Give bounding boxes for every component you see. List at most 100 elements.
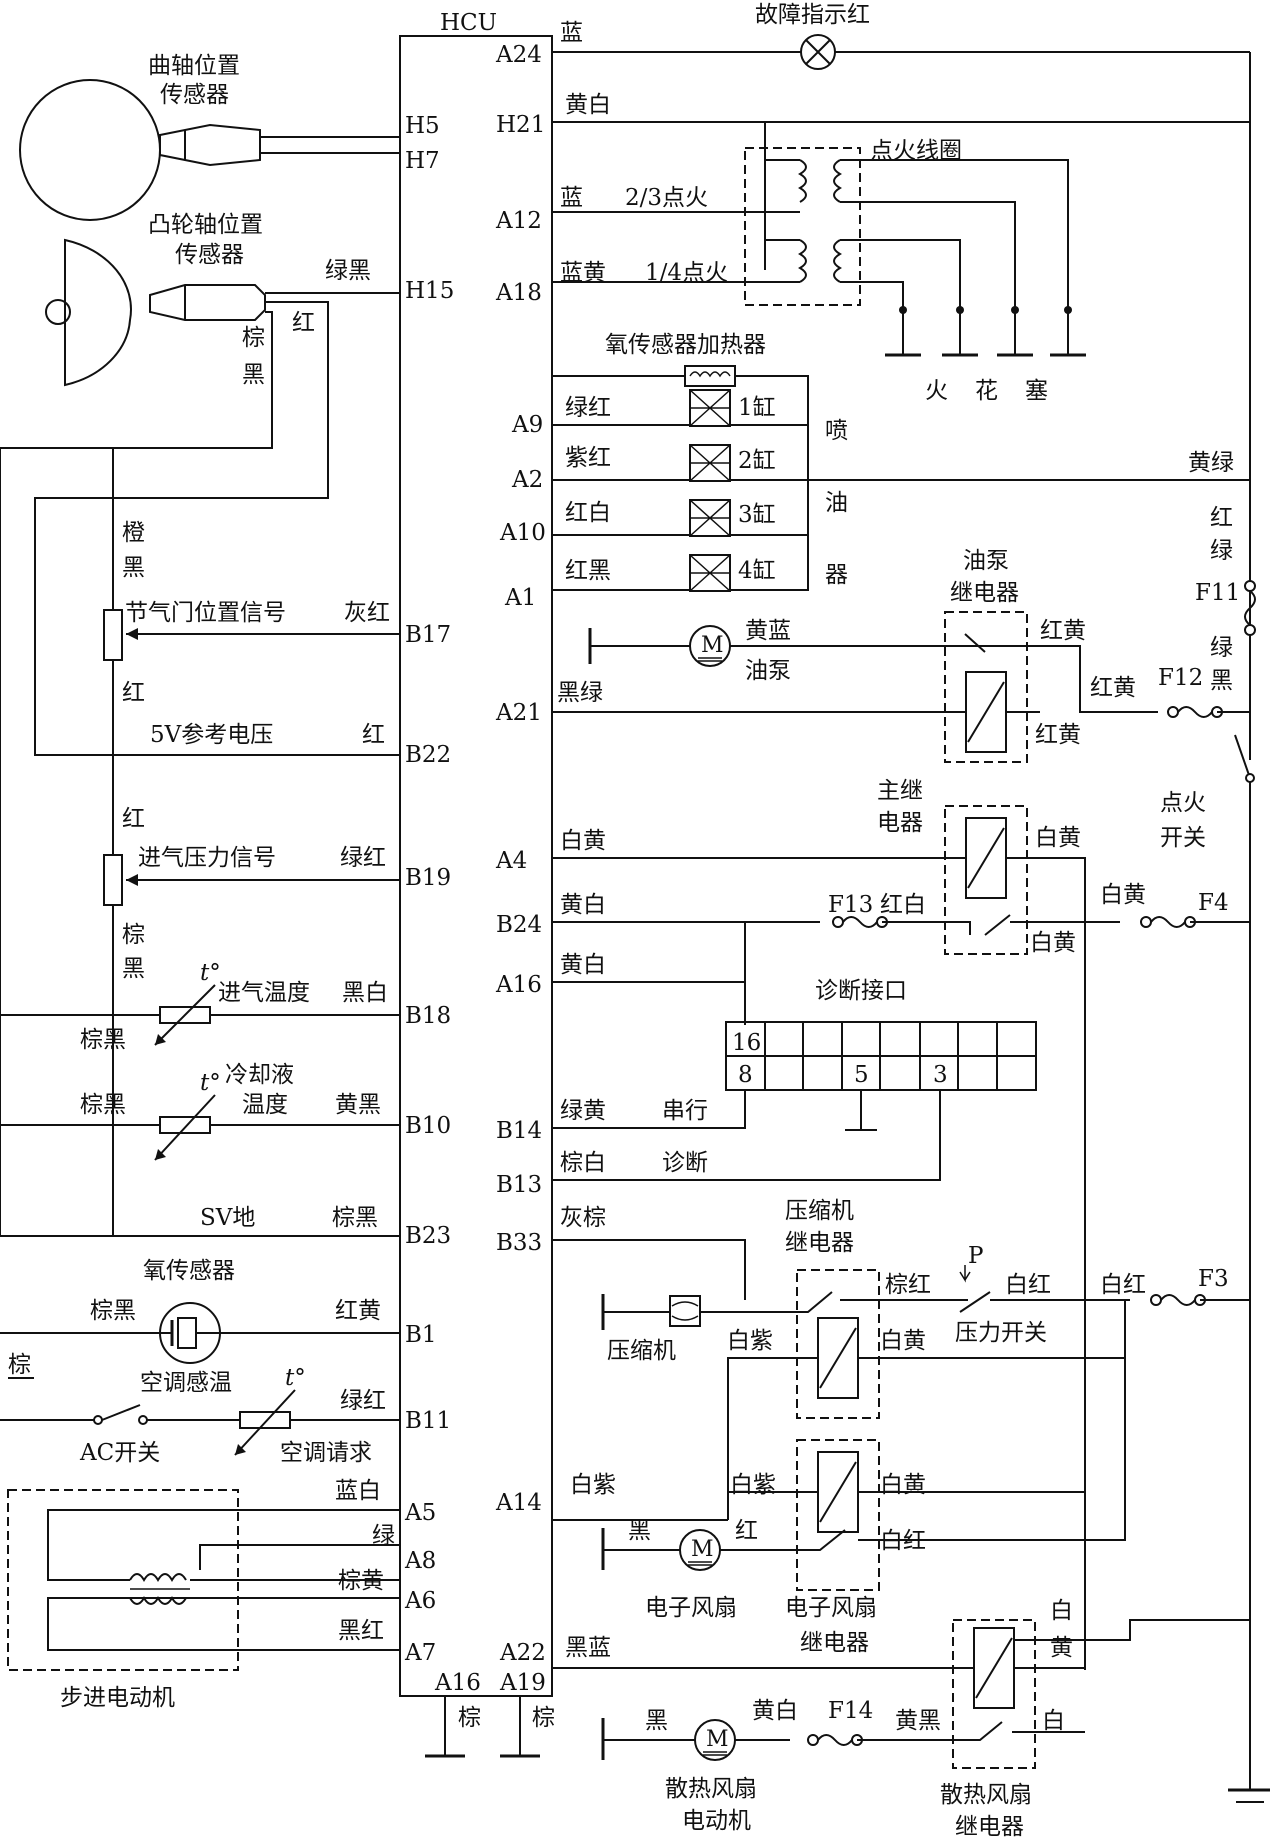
ect-label-2: 温度 (242, 1092, 288, 1118)
pin-b18: B18 (405, 1003, 451, 1029)
ref5v-label: 5V参考电压 (150, 722, 273, 748)
pin-b10: B10 (405, 1113, 451, 1139)
wire-label: 红 (362, 722, 385, 748)
wire-label: 白 (1042, 1708, 1065, 1734)
fuel-pump-label: 油泵 (745, 658, 791, 684)
sv-gnd-label: SV地 (200, 1205, 255, 1231)
diag-pin: 8 (738, 1062, 753, 1088)
pin-a9: A9 (511, 412, 543, 438)
pin-h15: H15 (405, 278, 454, 304)
injector-label: 油 (825, 490, 848, 516)
efan-motor-icon (679, 1529, 721, 1571)
wire-label: 红 (122, 806, 145, 832)
main-relay-coil (965, 817, 1007, 899)
fuse-f13: F13 (828, 892, 873, 918)
wire-label: 白 (1050, 1598, 1073, 1624)
pin-b33: B33 (496, 1230, 542, 1256)
pin-b11: B11 (405, 1408, 451, 1434)
pin-a18: A18 (495, 280, 542, 306)
compressor-relay-box (796, 1269, 880, 1419)
wire-label: 棕 (458, 1705, 481, 1731)
compressor-label: 压缩机 (607, 1338, 676, 1364)
temp-symbol: t° (285, 1365, 306, 1391)
wire-label: 红黄 (1040, 618, 1086, 644)
wire-label: 白红 (1100, 1272, 1146, 1298)
ac-temp-label: 空调感温 (140, 1370, 232, 1396)
efan-label: 电子风扇 (645, 1595, 737, 1621)
relay-label: 电器 (877, 810, 923, 836)
wire-label: 白红 (1005, 1272, 1051, 1298)
wire-label: 红黑 (565, 558, 611, 584)
wire-label: 绿 (1210, 635, 1233, 661)
wire-label: 蓝白 (335, 1478, 381, 1504)
pin-h5: H5 (405, 113, 440, 139)
o2-label: 氧传感器 (143, 1258, 235, 1284)
crank-label-2: 传感器 (160, 82, 229, 108)
pin-b23: B23 (405, 1223, 451, 1249)
fault-lamp-label: 故障指示红 (755, 2, 870, 28)
wire-label: 白紫 (730, 1472, 776, 1498)
wire-label: 灰棕 (560, 1205, 606, 1231)
injector-2-icon (689, 444, 731, 482)
relay-label: 继电器 (785, 1230, 854, 1256)
wire-label: 黄黑 (335, 1092, 381, 1118)
ign-switch-label-1: 点火 (1160, 790, 1206, 816)
fuse-f4: F4 (1198, 890, 1229, 916)
pin-b22: B22 (405, 742, 451, 768)
wire-label: 白红 (880, 1528, 926, 1554)
wire-label: 黑 (645, 1708, 668, 1734)
wire-label: 红白 (565, 500, 611, 526)
ign-23-label: 2/3点火 (625, 185, 708, 211)
pin-b1: B1 (405, 1322, 437, 1348)
cylinder-label: 2缸 (738, 448, 776, 474)
pin-a4: A4 (495, 848, 527, 874)
wire-label: 棕黑 (332, 1205, 378, 1231)
relay-label: 继电器 (955, 1814, 1024, 1840)
wire-label: 红白 (880, 892, 926, 918)
pin-a1: A1 (504, 585, 536, 611)
pin-a22: A22 (499, 1640, 546, 1666)
map-resistor (103, 854, 123, 906)
pressure-switch-label: 压力开关 (955, 1320, 1047, 1346)
diag-pin: 5 (854, 1062, 869, 1088)
ect-thermistor (159, 1116, 211, 1134)
compressor-icon (669, 1295, 701, 1327)
wire-label: 黄白 (752, 1698, 798, 1724)
wire-label: 黄 (1050, 1635, 1073, 1661)
fuse-f12: F12 (1158, 665, 1203, 691)
relay-label: 散热风扇 (940, 1782, 1032, 1808)
wire-label: 灰红 (344, 600, 390, 626)
main-relay-box (944, 805, 1028, 955)
wire-label: 白黄 (1100, 882, 1146, 908)
diag-pin: 3 (933, 1062, 948, 1088)
wire-label: 红 (735, 1518, 758, 1544)
wire-label: 棕 (532, 1705, 555, 1731)
wire-label: 白黄 (880, 1472, 926, 1498)
wire-label: 红 (1210, 505, 1233, 531)
ign-14-label: 1/4点火 (645, 260, 728, 286)
diagnose-label: 诊断 (662, 1150, 708, 1176)
pin-b24: B24 (496, 912, 542, 938)
fuel-pump-relay-coil (965, 671, 1007, 753)
injector-4-icon (689, 554, 731, 592)
pin-a16b: A16 (434, 1670, 481, 1696)
cfan-motor-icon (694, 1719, 736, 1761)
ac-request-label: 空调请求 (280, 1440, 372, 1466)
pin-h21: H21 (496, 112, 545, 138)
hcu-label: HCU (440, 10, 497, 36)
pin-a21: A21 (495, 700, 542, 726)
relay-label: 继电器 (950, 580, 1019, 606)
stepper-box (7, 1489, 239, 1671)
cfan-label: 电动机 (682, 1808, 751, 1834)
iat-label: 进气温度 (218, 980, 310, 1006)
wire-label: 绿红 (340, 845, 386, 871)
wire-label: 棕白 (560, 1150, 606, 1176)
wire-label: 红黄 (1035, 722, 1081, 748)
pin-b13: B13 (496, 1172, 542, 1198)
pin-a2: A2 (511, 467, 543, 493)
diag-pin: 16 (732, 1030, 761, 1056)
wire-label: 黑蓝 (565, 1635, 611, 1661)
cylinder-label: 3缸 (738, 502, 776, 528)
wire-label: 黑 (1210, 668, 1233, 694)
